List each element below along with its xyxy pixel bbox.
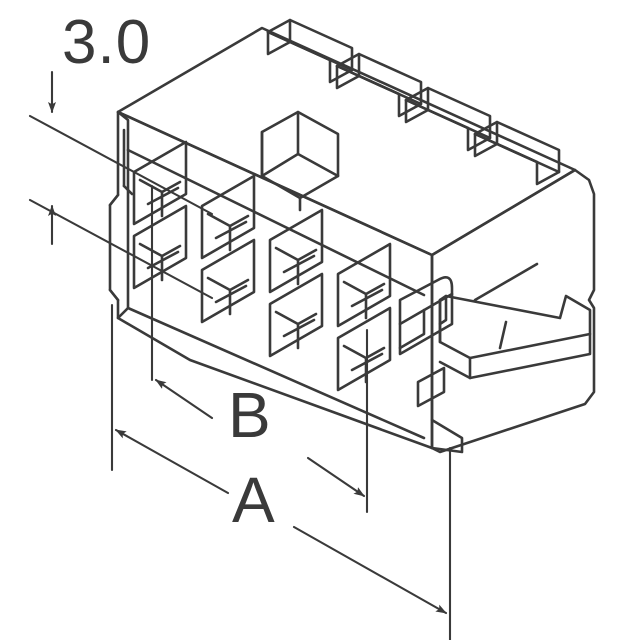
polarizing-key-ramp <box>260 110 340 212</box>
side-latch-ramp <box>438 294 592 380</box>
housing-left-wall <box>108 110 134 320</box>
housing-top-ribs <box>266 18 561 186</box>
housing-right-face <box>430 168 596 454</box>
dimension-B <box>150 184 369 514</box>
dimension-label-height: 3.0 <box>62 8 152 77</box>
dimension-label-A: A <box>232 464 275 536</box>
dimension-A <box>110 303 452 640</box>
dimension-3-0 <box>28 70 214 300</box>
rounded-corner-detail <box>398 276 454 356</box>
cavity-row-upper <box>132 140 392 328</box>
dimension-label-B: B <box>228 379 271 451</box>
corner-boss <box>416 366 464 454</box>
cavity-row-lower <box>132 204 392 392</box>
